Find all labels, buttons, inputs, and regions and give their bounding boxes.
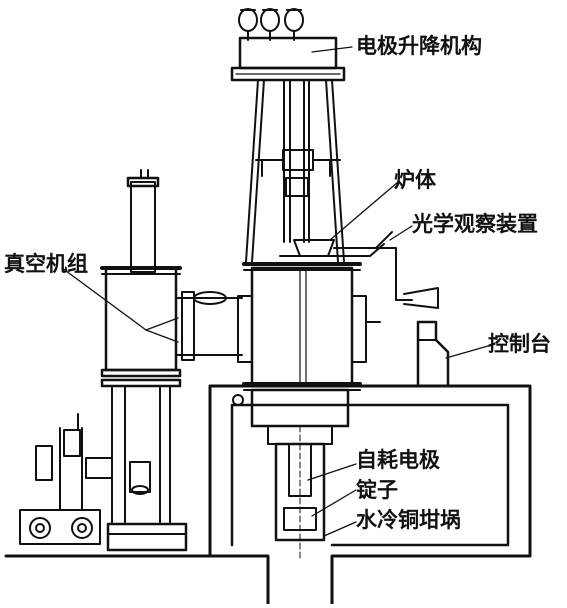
foundation [6, 386, 530, 604]
label-consumable-electrode: 自耗电极 [356, 448, 440, 472]
label-electrode-lift: 电极升降机构 [356, 34, 482, 58]
label-ingot: 锭子 [356, 478, 398, 502]
control-console [418, 322, 448, 386]
optical-observation-device [334, 232, 438, 308]
leader-lines [62, 47, 488, 536]
label-water-cooled-crucible: 水冷铜坩埚 [356, 508, 461, 532]
label-optical-observation: 光学观察装置 [412, 212, 538, 236]
label-furnace-body: 炉体 [394, 168, 436, 192]
label-control-console: 控制台 [488, 332, 551, 356]
vacuum-unit [20, 170, 242, 550]
furnace-body [238, 240, 380, 390]
crucible-assembly [233, 390, 348, 560]
electrode-lift-mechanism [232, 9, 344, 262]
label-vacuum-unit: 真空机组 [4, 252, 88, 276]
